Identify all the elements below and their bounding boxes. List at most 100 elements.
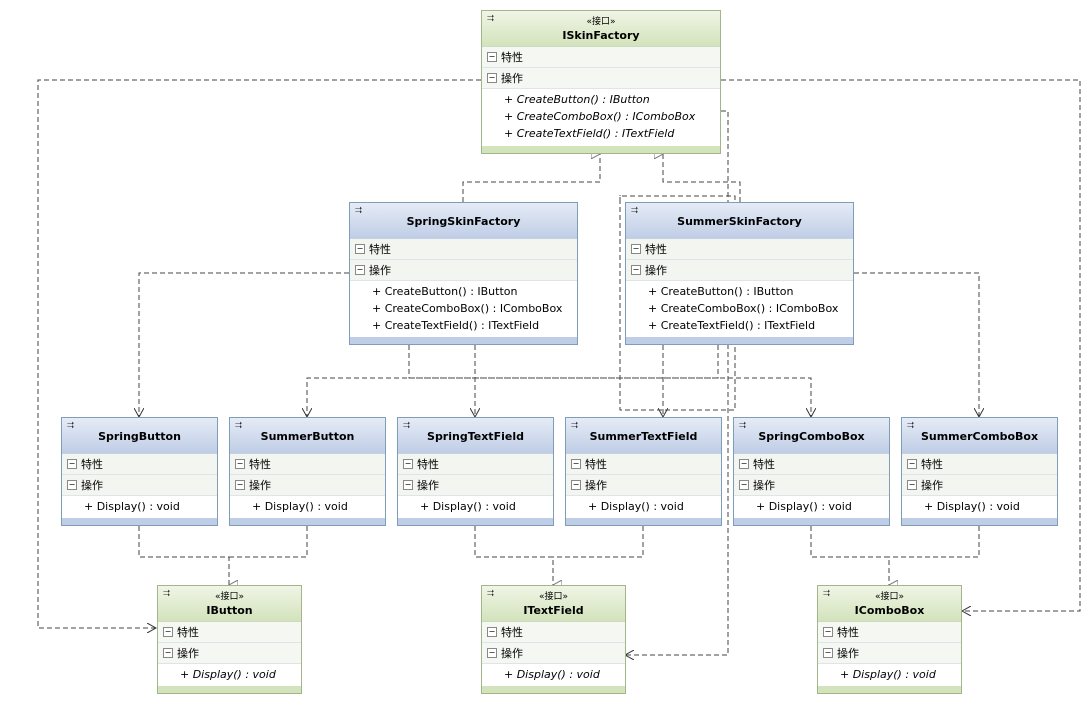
attributes-section[interactable]: −特性 (230, 454, 385, 475)
operations-section[interactable]: −操作 (230, 475, 385, 496)
minus-box-icon[interactable]: − (823, 627, 833, 637)
minus-box-icon[interactable]: − (487, 648, 497, 658)
operations-section[interactable]: −操作 (482, 643, 625, 664)
double-chevron-up-icon[interactable]: ⮆ (907, 421, 915, 431)
minus-box-icon[interactable]: − (739, 459, 749, 469)
minus-box-icon[interactable]: − (163, 627, 173, 637)
double-chevron-up-icon[interactable]: ⮆ (739, 421, 747, 431)
class-name: SummerComboBox (920, 430, 1039, 443)
minus-box-icon[interactable]: − (235, 480, 245, 490)
minus-box-icon[interactable]: − (403, 459, 413, 469)
attributes-section[interactable]: −特性 (398, 454, 553, 475)
operations-section[interactable]: −操作 (62, 475, 217, 496)
minus-box-icon[interactable]: − (571, 459, 581, 469)
minus-box-icon[interactable]: − (487, 627, 497, 637)
attributes-section[interactable]: −特性 (902, 454, 1057, 475)
box-footer (734, 518, 889, 525)
dependency-summer-summercombobox (854, 272, 979, 417)
attributes-section[interactable]: −特性 (158, 622, 301, 643)
operations-section[interactable]: −操作 (158, 643, 301, 664)
springtextfield-class[interactable]: ⮆ SpringTextField −特性 −操作 + Display() : … (397, 417, 554, 526)
minus-box-icon[interactable]: − (823, 648, 833, 658)
class-name: SpringSkinFactory (406, 215, 521, 228)
minus-box-icon[interactable]: − (907, 480, 917, 490)
summertextfield-class[interactable]: ⮆ SummerTextField −特性 −操作 + Display() : … (565, 417, 722, 526)
minus-box-icon[interactable]: − (67, 480, 77, 490)
minus-box-icon[interactable]: − (631, 244, 641, 254)
interface-header: ⮆ «接口» ITextField (482, 586, 625, 622)
double-chevron-up-icon[interactable]: ⮆ (487, 14, 495, 24)
double-chevron-up-icon[interactable]: ⮆ (403, 421, 411, 431)
operations-section[interactable]: −操作 (350, 260, 577, 281)
class-header: ⮆ SpringButton (62, 418, 217, 454)
interface-name: IComboBox (854, 604, 925, 617)
operations-label: 操作 (417, 479, 439, 492)
realization-spring-factory (462, 154, 600, 202)
operations-section[interactable]: −操作 (566, 475, 721, 496)
minus-box-icon[interactable]: − (235, 459, 245, 469)
attributes-section[interactable]: −特性 (62, 454, 217, 475)
double-chevron-up-icon[interactable]: ⮆ (631, 206, 639, 216)
attributes-section[interactable]: −特性 (482, 622, 625, 643)
springskinfactory-class[interactable]: ⮆ SpringSkinFactory −特性 −操作 + CreateButt… (349, 202, 578, 345)
attributes-label: 特性 (585, 458, 607, 471)
minus-box-icon[interactable]: − (403, 480, 413, 490)
attributes-label: 特性 (249, 458, 271, 471)
minus-box-icon[interactable]: − (487, 52, 497, 62)
double-chevron-up-icon[interactable]: ⮆ (571, 421, 579, 431)
operations-list: + Display() : void (230, 496, 385, 517)
operations-section[interactable]: −操作 (734, 475, 889, 496)
interface-header: ⮆ «接口» IComboBox (818, 586, 961, 622)
interface-header: ⮆ «接口» IButton (158, 586, 301, 622)
summerbutton-class[interactable]: ⮆ SummerButton −特性 −操作 + Display() : voi… (229, 417, 386, 526)
springbutton-class[interactable]: ⮆ SpringButton −特性 −操作 + Display() : voi… (61, 417, 218, 526)
operations-label: 操作 (81, 479, 103, 492)
operation: + Display() : void (252, 500, 348, 513)
attributes-section[interactable]: −特性 (818, 622, 961, 643)
operation: + CreateComboBox() : IComboBox (372, 302, 563, 315)
operations-list: + CreateButton() : IButton + CreateCombo… (482, 89, 720, 144)
operation: + Display() : void (180, 668, 276, 681)
double-chevron-up-icon[interactable]: ⮆ (67, 421, 75, 431)
double-chevron-up-icon[interactable]: ⮆ (235, 421, 243, 431)
minus-box-icon[interactable]: − (739, 480, 749, 490)
minus-box-icon[interactable]: − (631, 265, 641, 275)
itextfield-interface[interactable]: ⮆ «接口» ITextField −特性 −操作 + Display() : … (481, 585, 626, 694)
box-footer (482, 146, 720, 153)
summerskinfactory-class[interactable]: ⮆ SummerSkinFactory −特性 −操作 + CreateButt… (625, 202, 854, 345)
attributes-label: 特性 (501, 51, 523, 64)
attributes-section[interactable]: −特性 (734, 454, 889, 475)
summercombobox-class[interactable]: ⮆ SummerComboBox −特性 −操作 + Display() : v… (901, 417, 1058, 526)
icombobox-interface[interactable]: ⮆ «接口» IComboBox −特性 −操作 + Display() : v… (817, 585, 962, 694)
attributes-section[interactable]: −特性 (350, 239, 577, 260)
operations-section[interactable]: −操作 (626, 260, 853, 281)
double-chevron-up-icon[interactable]: ⮆ (355, 206, 363, 216)
minus-box-icon[interactable]: − (355, 265, 365, 275)
attributes-section[interactable]: −特性 (482, 47, 720, 68)
minus-box-icon[interactable]: − (571, 480, 581, 490)
attributes-label: 特性 (177, 626, 199, 639)
double-chevron-up-icon[interactable]: ⮆ (163, 589, 171, 599)
operations-label: 操作 (645, 264, 667, 277)
minus-box-icon[interactable]: − (487, 73, 497, 83)
double-chevron-up-icon[interactable]: ⮆ (487, 589, 495, 599)
minus-box-icon[interactable]: − (67, 459, 77, 469)
springcombobox-class[interactable]: ⮆ SpringComboBox −特性 −操作 + Display() : v… (733, 417, 890, 526)
minus-box-icon[interactable]: − (163, 648, 173, 658)
iskinfactory-interface[interactable]: ⮆ «接口» ISkinFactory −特性 −操作 + CreateButt… (481, 10, 721, 154)
class-header: ⮆ SpringTextField (398, 418, 553, 454)
operations-section[interactable]: −操作 (398, 475, 553, 496)
operations-section[interactable]: −操作 (818, 643, 961, 664)
minus-box-icon[interactable]: − (907, 459, 917, 469)
operation: + Display() : void (840, 668, 936, 681)
attributes-label: 特性 (837, 626, 859, 639)
minus-box-icon[interactable]: − (355, 244, 365, 254)
attributes-section[interactable]: −特性 (566, 454, 721, 475)
operations-section[interactable]: −操作 (902, 475, 1057, 496)
ibutton-interface[interactable]: ⮆ «接口» IButton −特性 −操作 + Display() : voi… (157, 585, 302, 694)
double-chevron-up-icon[interactable]: ⮆ (823, 589, 831, 599)
operation: + Display() : void (756, 500, 852, 513)
operations-section[interactable]: −操作 (482, 68, 720, 89)
attributes-section[interactable]: −特性 (626, 239, 853, 260)
operation: + Display() : void (420, 500, 516, 513)
